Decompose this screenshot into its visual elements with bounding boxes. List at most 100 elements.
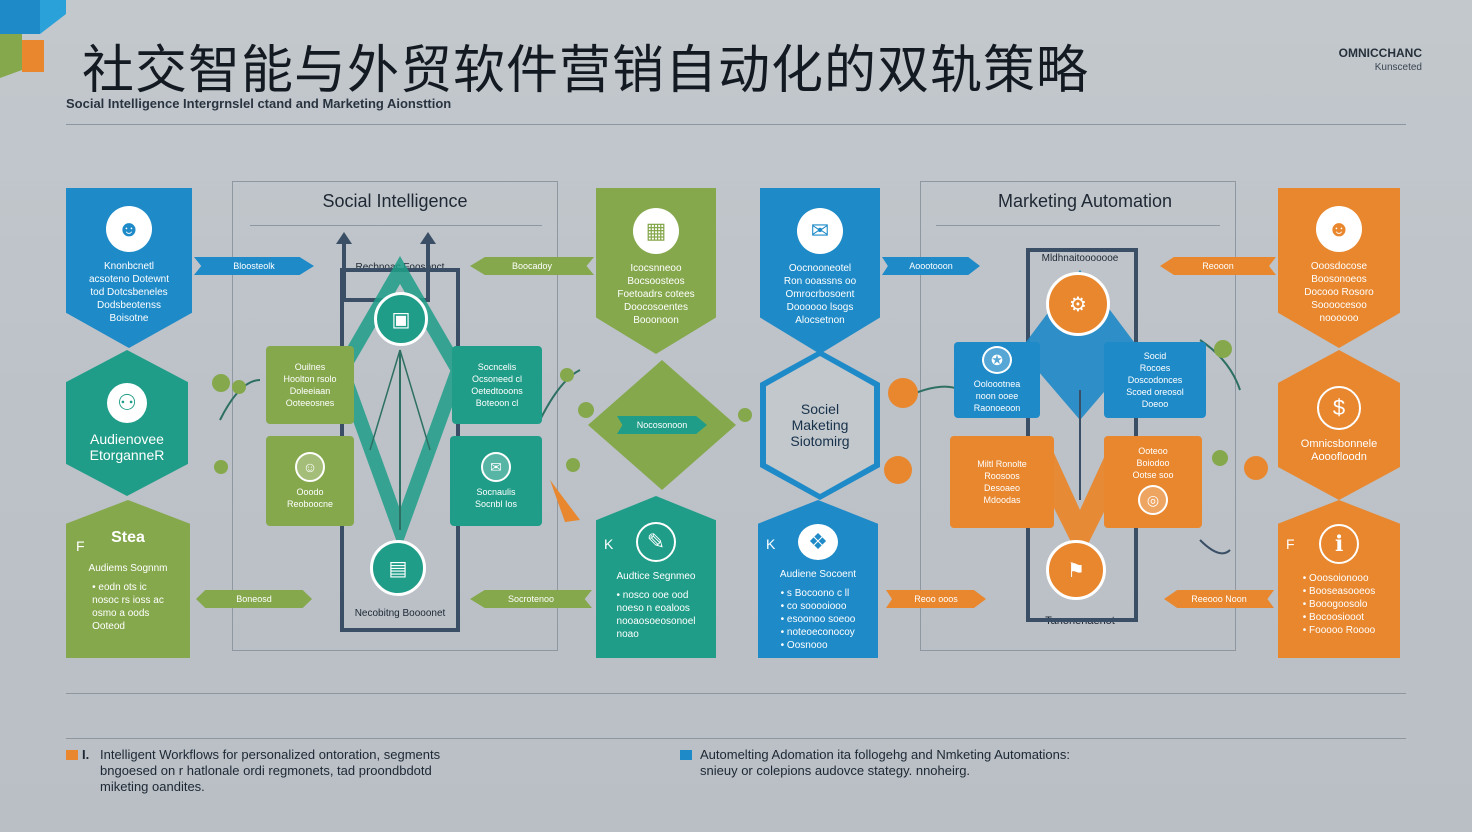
segment-heading-mid: Audtice Segnmeo (616, 571, 696, 582)
omnichannel-data-text: Ooosdocose Boosonoeos Docooo Rosoro Sooo… (1304, 261, 1374, 324)
flow-label-right-top-mid: Mldhnaitooooooe (1041, 252, 1119, 264)
corner-logo (0, 0, 66, 78)
network-dot (560, 368, 574, 382)
network-dot (232, 380, 246, 394)
network-dot (212, 374, 230, 392)
network-dot (888, 378, 918, 408)
segment-text: • eodn ots ic nosoc rs ioss ac osmo a oo… (92, 582, 164, 632)
flow-arrow-top-right: Boocadoy (470, 257, 594, 275)
footer-divider-top (66, 693, 1406, 694)
segment-heading-right: Audiene Socoent (779, 569, 857, 580)
audience-engagement-hex: ⚇ Audienovee EtorganneR (66, 350, 188, 496)
network-dot (578, 402, 594, 418)
left-legend-marker (66, 750, 78, 760)
network-dot (738, 408, 752, 422)
left-legend-index: I. (82, 747, 90, 762)
node-text-left-d: Socnaulis Socnbl Ios (474, 487, 518, 509)
connector-label: Nocosonoon (617, 416, 707, 434)
page-title: 社交智能与外贸软件营销自动化的双轨策略 (82, 41, 1090, 101)
message-icon: ✎ (636, 522, 676, 562)
audience-engagement-text: Audienovee EtorganneR (89, 431, 165, 463)
data-collection-text: Knonbcnetl acsoteno Dotewnt tod Dotcsben… (88, 261, 170, 324)
marketing-automation-title: Marketing Automation (997, 191, 1173, 211)
node-text-right-a: Ooloootnea noon ooee Raonoeoon (973, 379, 1021, 413)
data-collection-card: ☻ Knonbcnetl acsoteno Dotewnt tod Dotcsb… (66, 188, 192, 348)
person-icon: ☻ (1316, 206, 1362, 252)
header-divider (66, 124, 1406, 125)
flow-label-bottom-mid: Necobitng Boooonet (354, 607, 446, 619)
node-card-right-a: ✪ Ooloootnea noon ooee Raonoeoon (954, 342, 1040, 418)
flow-arrow-right-bottom-right: Reeooo Noon (1164, 590, 1274, 608)
marketing-data-text: Oocnooneotel Ron ooassns oo Omrocrbosoen… (783, 263, 857, 326)
brain-icon: ☺ (295, 452, 325, 482)
social-hub-bottom: ▤ (370, 540, 426, 596)
info-icon: ℹ (1319, 524, 1359, 564)
brand-name: OMNICCHANC (1338, 46, 1422, 60)
target-icon: ◎ (1138, 485, 1168, 515)
node-card-left-d: ✉ Socnaulis Socnbl Ios (450, 436, 542, 526)
network-dot (1214, 340, 1232, 358)
node-card-left-c: ☺ Ooodo Reoboocne (266, 436, 354, 526)
corner-letter: K (604, 536, 614, 552)
node-card-left-b: Socncelis Ocsoneed cl Oetedtooons Boteoo… (452, 346, 542, 424)
audience-segment-card-mid: K ✎ Audtice Segnmeo • nosco ooe ood noes… (596, 496, 716, 658)
social-network-diagram (219, 232, 581, 632)
node-card-right-c: Miltl Ronolte Roosoos Desoaeo Mdoodas (950, 436, 1054, 528)
social-intelligence-title-rule (250, 225, 542, 226)
flow-arrow-top-left: Bloosteolk (194, 257, 314, 275)
network-dot (1244, 456, 1268, 480)
analytics-text: Icocsnneoo Bocsoosteos Foetoadrs cotees … (617, 263, 695, 326)
people-icon: ⚇ (107, 383, 147, 423)
social-marketing-text: Sociel Maketing Siotomirg (790, 401, 850, 449)
omnichannel-automation-text: Omnicsbonnele Aooofloodn (1300, 438, 1378, 463)
right-legend-text: Automelting Adomation ita follogehg and … (700, 747, 1071, 778)
marketing-automation-title-rule (936, 225, 1220, 226)
footer-divider-mid (66, 738, 1406, 739)
automation-hub-bottom: ⚑ (1046, 540, 1106, 600)
globe-icon: ✪ (982, 346, 1012, 374)
brand-tagline: Kunsceted (1374, 62, 1422, 73)
flow-arrow-right-bottom-left: Reoo ooos (886, 590, 986, 608)
marketing-automation-frame (920, 181, 1236, 651)
social-marketing-hex: Sociel Maketing Siotomirg (760, 350, 880, 500)
corner-letter: F (76, 538, 85, 554)
node-text-left-a: Ouilnes Hoolton rsolo Doleeiaan Ooteeosn… (283, 362, 337, 408)
segment-heading: Audiems Sognnm (88, 563, 168, 574)
automation-hub-top: ⚙ (1046, 272, 1110, 336)
audience-segment-card-right: K ❖ Audiene Socoent • s Bocoono c ll • c… (758, 500, 878, 658)
flow-arrow-bottom-left: Boneosd (196, 590, 312, 608)
omnichannel-data-card: ☻ Ooosdocose Boosonoeos Docooo Rosoro So… (1278, 188, 1400, 348)
social-hub-top: ▣ (374, 292, 428, 346)
connector-diamond: Nocosonoon (588, 360, 736, 490)
node-card-right-d: Ooteoo Boiodoo Ootse soo ◎ (1104, 436, 1202, 528)
omnichannel-segment-text: • Ooosoionooo • Booseasooeos • Booogooso… (1302, 573, 1376, 636)
node-text-right-c: Miltl Ronolte Roosoos Desoaeo Mdoodas (977, 459, 1027, 505)
corner-letter: F (1286, 536, 1295, 552)
network-dot (1212, 450, 1228, 466)
dashboard-icon: ▦ (633, 208, 679, 254)
node-text-left-c: Ooodo Reoboocne (286, 487, 334, 509)
social-marketing-hex-inner: Sociel Maketing Siotomirg (766, 356, 874, 494)
segment-text-right: • s Bocoono c ll • co sooooiooo • esoono… (780, 588, 856, 651)
gift-icon: ❖ (798, 524, 838, 560)
audience-segment-card-left: F Stea Audiems Sognnm • eodn ots ic noso… (66, 500, 190, 658)
page-subtitle: Social Intelligence Intergrnslel ctand a… (66, 96, 452, 111)
social-intelligence-title: Social Intelligence (322, 191, 468, 211)
social-intelligence-frame (232, 181, 558, 651)
node-text-right-d: Ooteoo Boiodoo Ootse soo (1132, 446, 1174, 480)
left-legend-text: Intelligent Workflows for personalized o… (100, 747, 441, 794)
segment-text-mid: • nosco ooe ood noeso n eoaloos nooaosoe… (616, 590, 696, 640)
network-dot (1182, 346, 1202, 366)
right-legend-marker (680, 750, 692, 760)
corner-letter: K (766, 536, 776, 552)
money-icon: $ (1317, 386, 1361, 430)
node-card-left-a: Ouilnes Hoolton rsolo Doleeiaan Ooteeosn… (266, 346, 354, 424)
flow-arrow-right-top-right: Reooon (1160, 257, 1276, 275)
omnichannel-automation-hex: $ Omnicsbonnele Aooofloodn (1278, 350, 1400, 500)
document-icon: ✉ (797, 208, 843, 254)
flow-arrow-right-top-left: Aoootooon (882, 257, 980, 275)
network-dot (566, 458, 580, 472)
node-text-left-b: Socncelis Ocsoneed cl Oetedtooons Boteoo… (471, 362, 523, 408)
flow-arrow-bottom-right: Socrotenoo (470, 590, 592, 608)
marketing-data-card: ✉ Oocnooneotel Ron ooassns oo Omrocrboso… (760, 188, 880, 354)
